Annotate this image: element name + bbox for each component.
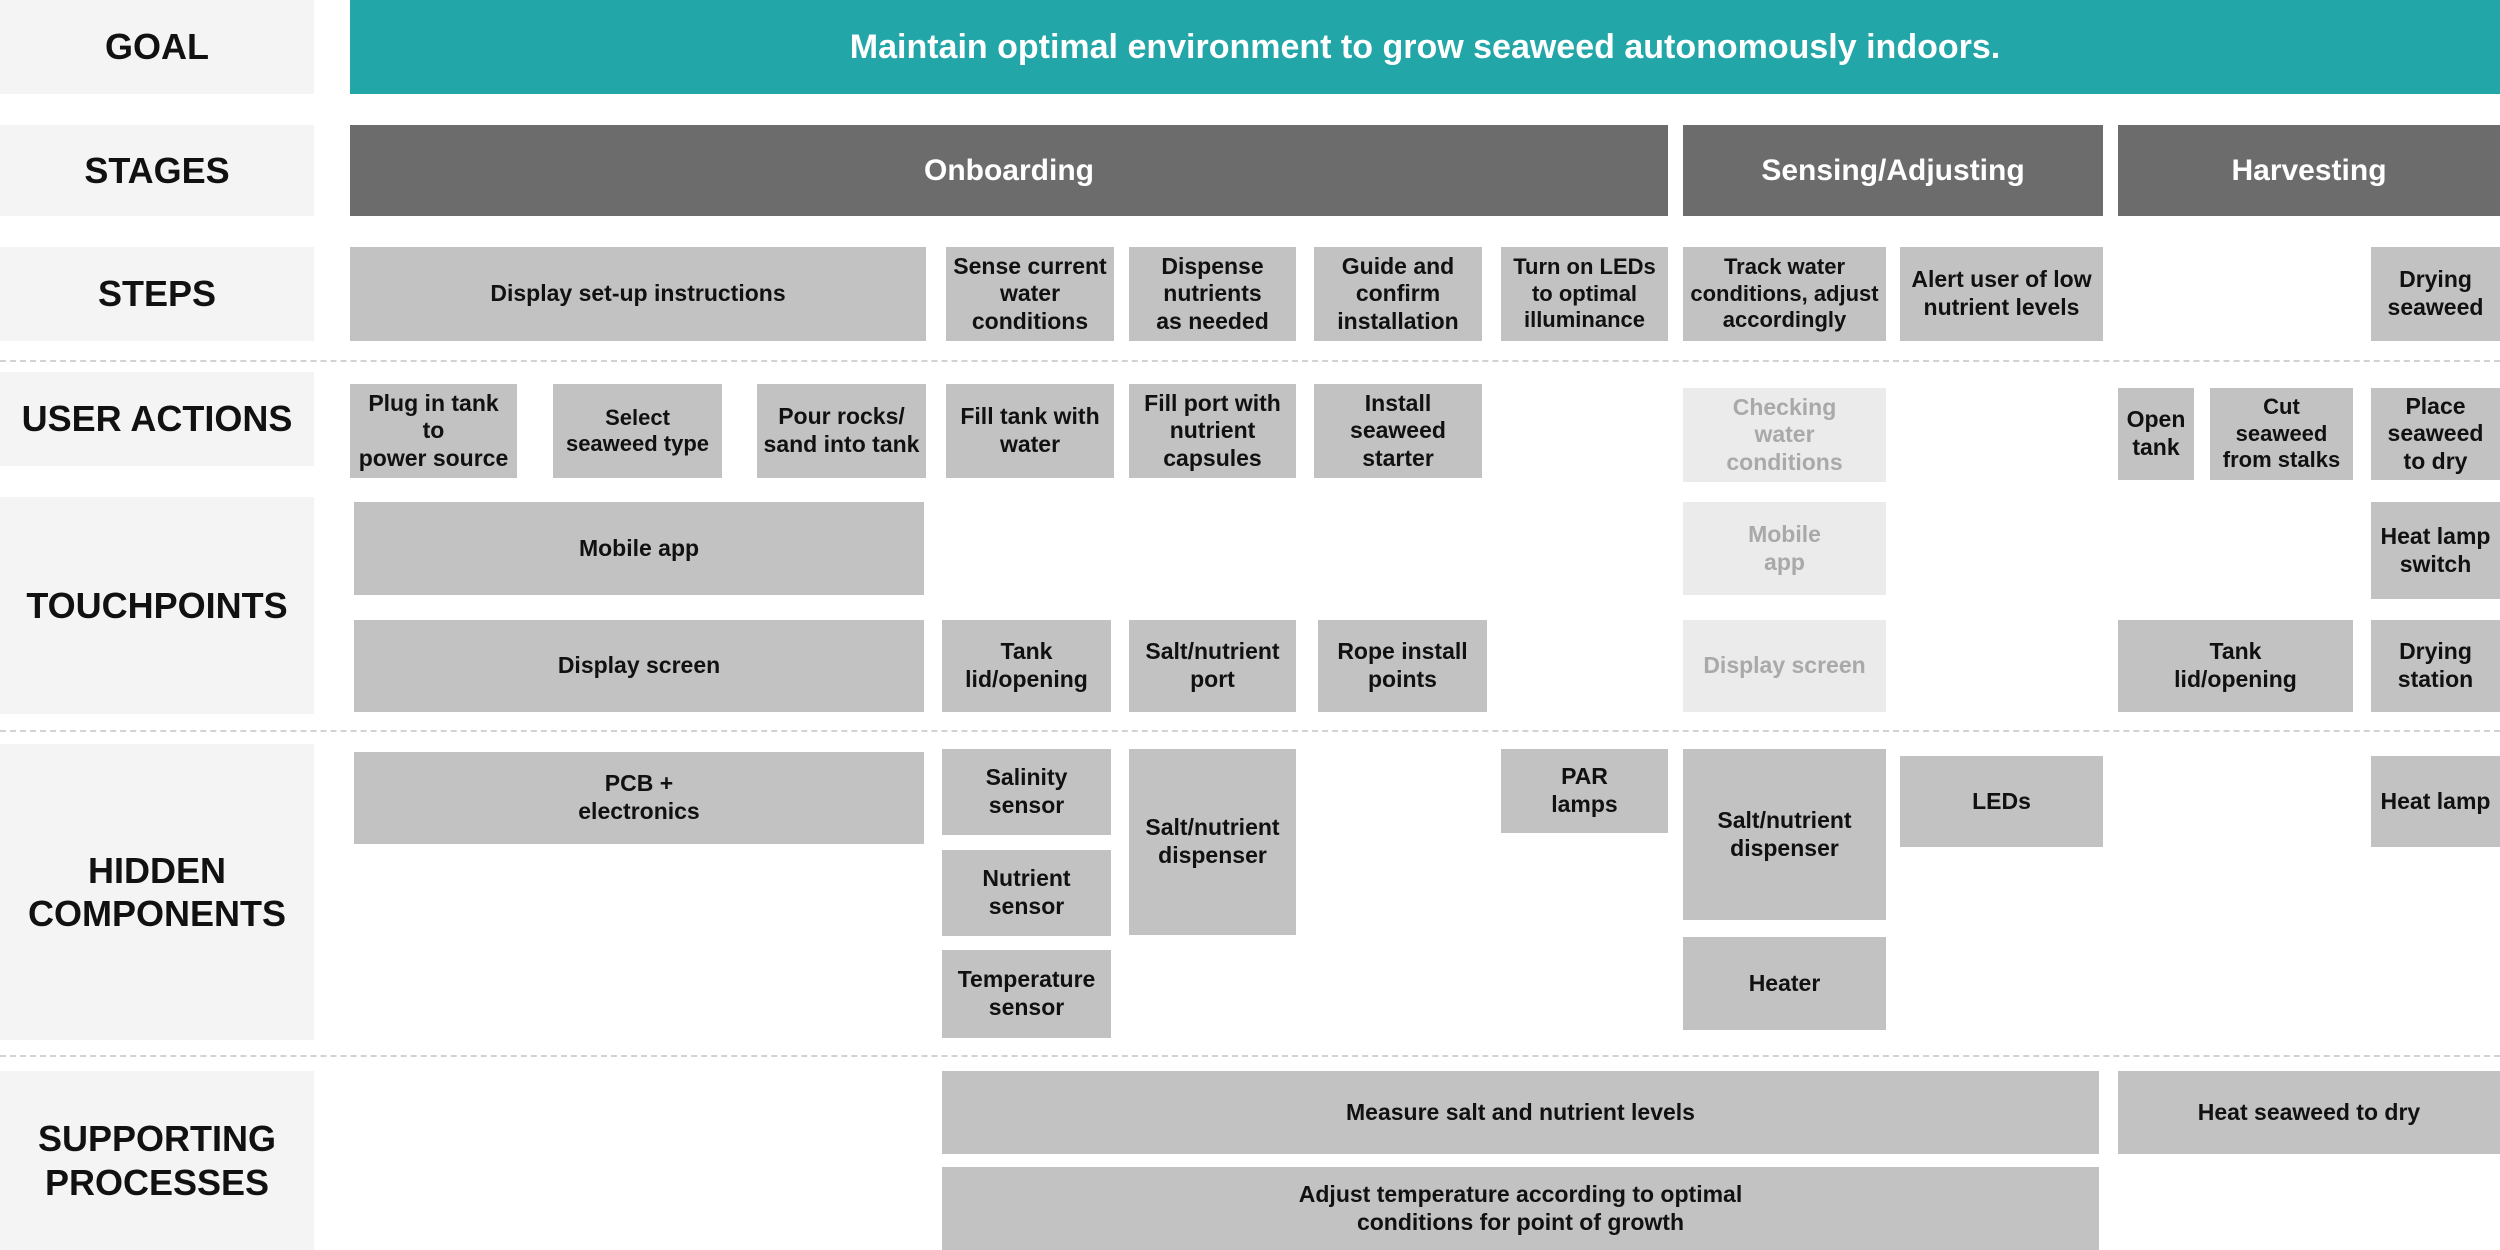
step-dispense-nutrients: Dispense nutrients as needed — [1129, 247, 1296, 341]
touchpoint-tank-lid: Tank lid/opening — [942, 620, 1111, 712]
row-label-supporting-processes: SUPPORTING PROCESSES — [0, 1071, 314, 1250]
row-label-stages: STAGES — [0, 125, 314, 216]
component-heater: Heater — [1683, 937, 1886, 1030]
action-checking-water: Checking water conditions — [1683, 388, 1886, 482]
action-cut-seaweed: Cut seaweed from stalks — [2210, 388, 2353, 480]
goal-banner: Maintain optimal environment to grow sea… — [350, 0, 2500, 94]
touchpoint-rope-install: Rope install points — [1318, 620, 1487, 712]
step-drying: Drying seaweed — [2371, 247, 2500, 341]
stage-sensing-adjusting: Sensing/Adjusting — [1683, 125, 2103, 216]
step-sense-water: Sense current water conditions — [946, 247, 1114, 341]
step-alert-user: Alert user of low nutrient levels — [1900, 247, 2103, 341]
touchpoint-display-screen: Display screen — [354, 620, 924, 712]
divider — [0, 730, 2500, 732]
component-dispenser-onboarding: Salt/nutrient dispenser — [1129, 749, 1296, 935]
step-display-setup: Display set-up instructions — [350, 247, 926, 341]
action-open-tank: Open tank — [2118, 388, 2194, 480]
component-heat-lamp: Heat lamp — [2371, 756, 2500, 847]
touchpoint-display-screen-faded: Display screen — [1683, 620, 1886, 712]
component-dispenser-sensing: Salt/nutrient dispenser — [1683, 749, 1886, 920]
action-fill-port: Fill port with nutrient capsules — [1129, 384, 1296, 478]
row-label-user-actions: USER ACTIONS — [0, 372, 314, 466]
divider — [0, 360, 2500, 362]
component-salinity-sensor: Salinity sensor — [942, 749, 1111, 835]
touchpoint-tank-lid-harvest: Tank lid/opening — [2118, 620, 2353, 712]
touchpoint-salt-port: Salt/nutrient port — [1129, 620, 1296, 712]
action-pour-rocks: Pour rocks/ sand into tank — [757, 384, 926, 478]
touchpoint-mobile-app: Mobile app — [354, 502, 924, 595]
action-select-type: Select seaweed type — [553, 384, 722, 478]
process-heat-seaweed: Heat seaweed to dry — [2118, 1071, 2500, 1154]
row-label-touchpoints: TOUCHPOINTS — [0, 497, 314, 714]
component-nutrient-sensor: Nutrient sensor — [942, 850, 1111, 936]
action-fill-tank: Fill tank with water — [946, 384, 1114, 478]
step-track-water: Track water conditions, adjust according… — [1683, 247, 1886, 341]
step-guide-install: Guide and confirm installation — [1314, 247, 1482, 341]
action-install-starter: Install seaweed starter — [1314, 384, 1482, 478]
component-temperature-sensor: Temperature sensor — [942, 950, 1111, 1038]
step-turn-on-leds: Turn on LEDs to optimal illuminance — [1501, 247, 1668, 341]
action-place-seaweed: Place seaweed to dry — [2371, 388, 2500, 480]
row-label-goal: GOAL — [0, 0, 314, 94]
stage-onboarding: Onboarding — [350, 125, 1668, 216]
process-adjust-temperature: Adjust temperature according to optimal … — [942, 1167, 2099, 1250]
component-par-lamps: PAR lamps — [1501, 749, 1668, 833]
row-label-steps: STEPS — [0, 247, 314, 341]
touchpoint-heat-lamp-switch: Heat lamp switch — [2371, 502, 2500, 599]
touchpoint-mobile-app-faded: Mobile app — [1683, 502, 1886, 595]
action-plug-in: Plug in tank to power source — [350, 384, 517, 478]
divider — [0, 1055, 2500, 1057]
process-measure-levels: Measure salt and nutrient levels — [942, 1071, 2099, 1154]
component-pcb: PCB + electronics — [354, 752, 924, 844]
row-label-hidden-components: HIDDEN COMPONENTS — [0, 744, 314, 1040]
touchpoint-drying-station: Drying station — [2371, 620, 2500, 712]
stage-harvesting: Harvesting — [2118, 125, 2500, 216]
component-leds: LEDs — [1900, 756, 2103, 847]
